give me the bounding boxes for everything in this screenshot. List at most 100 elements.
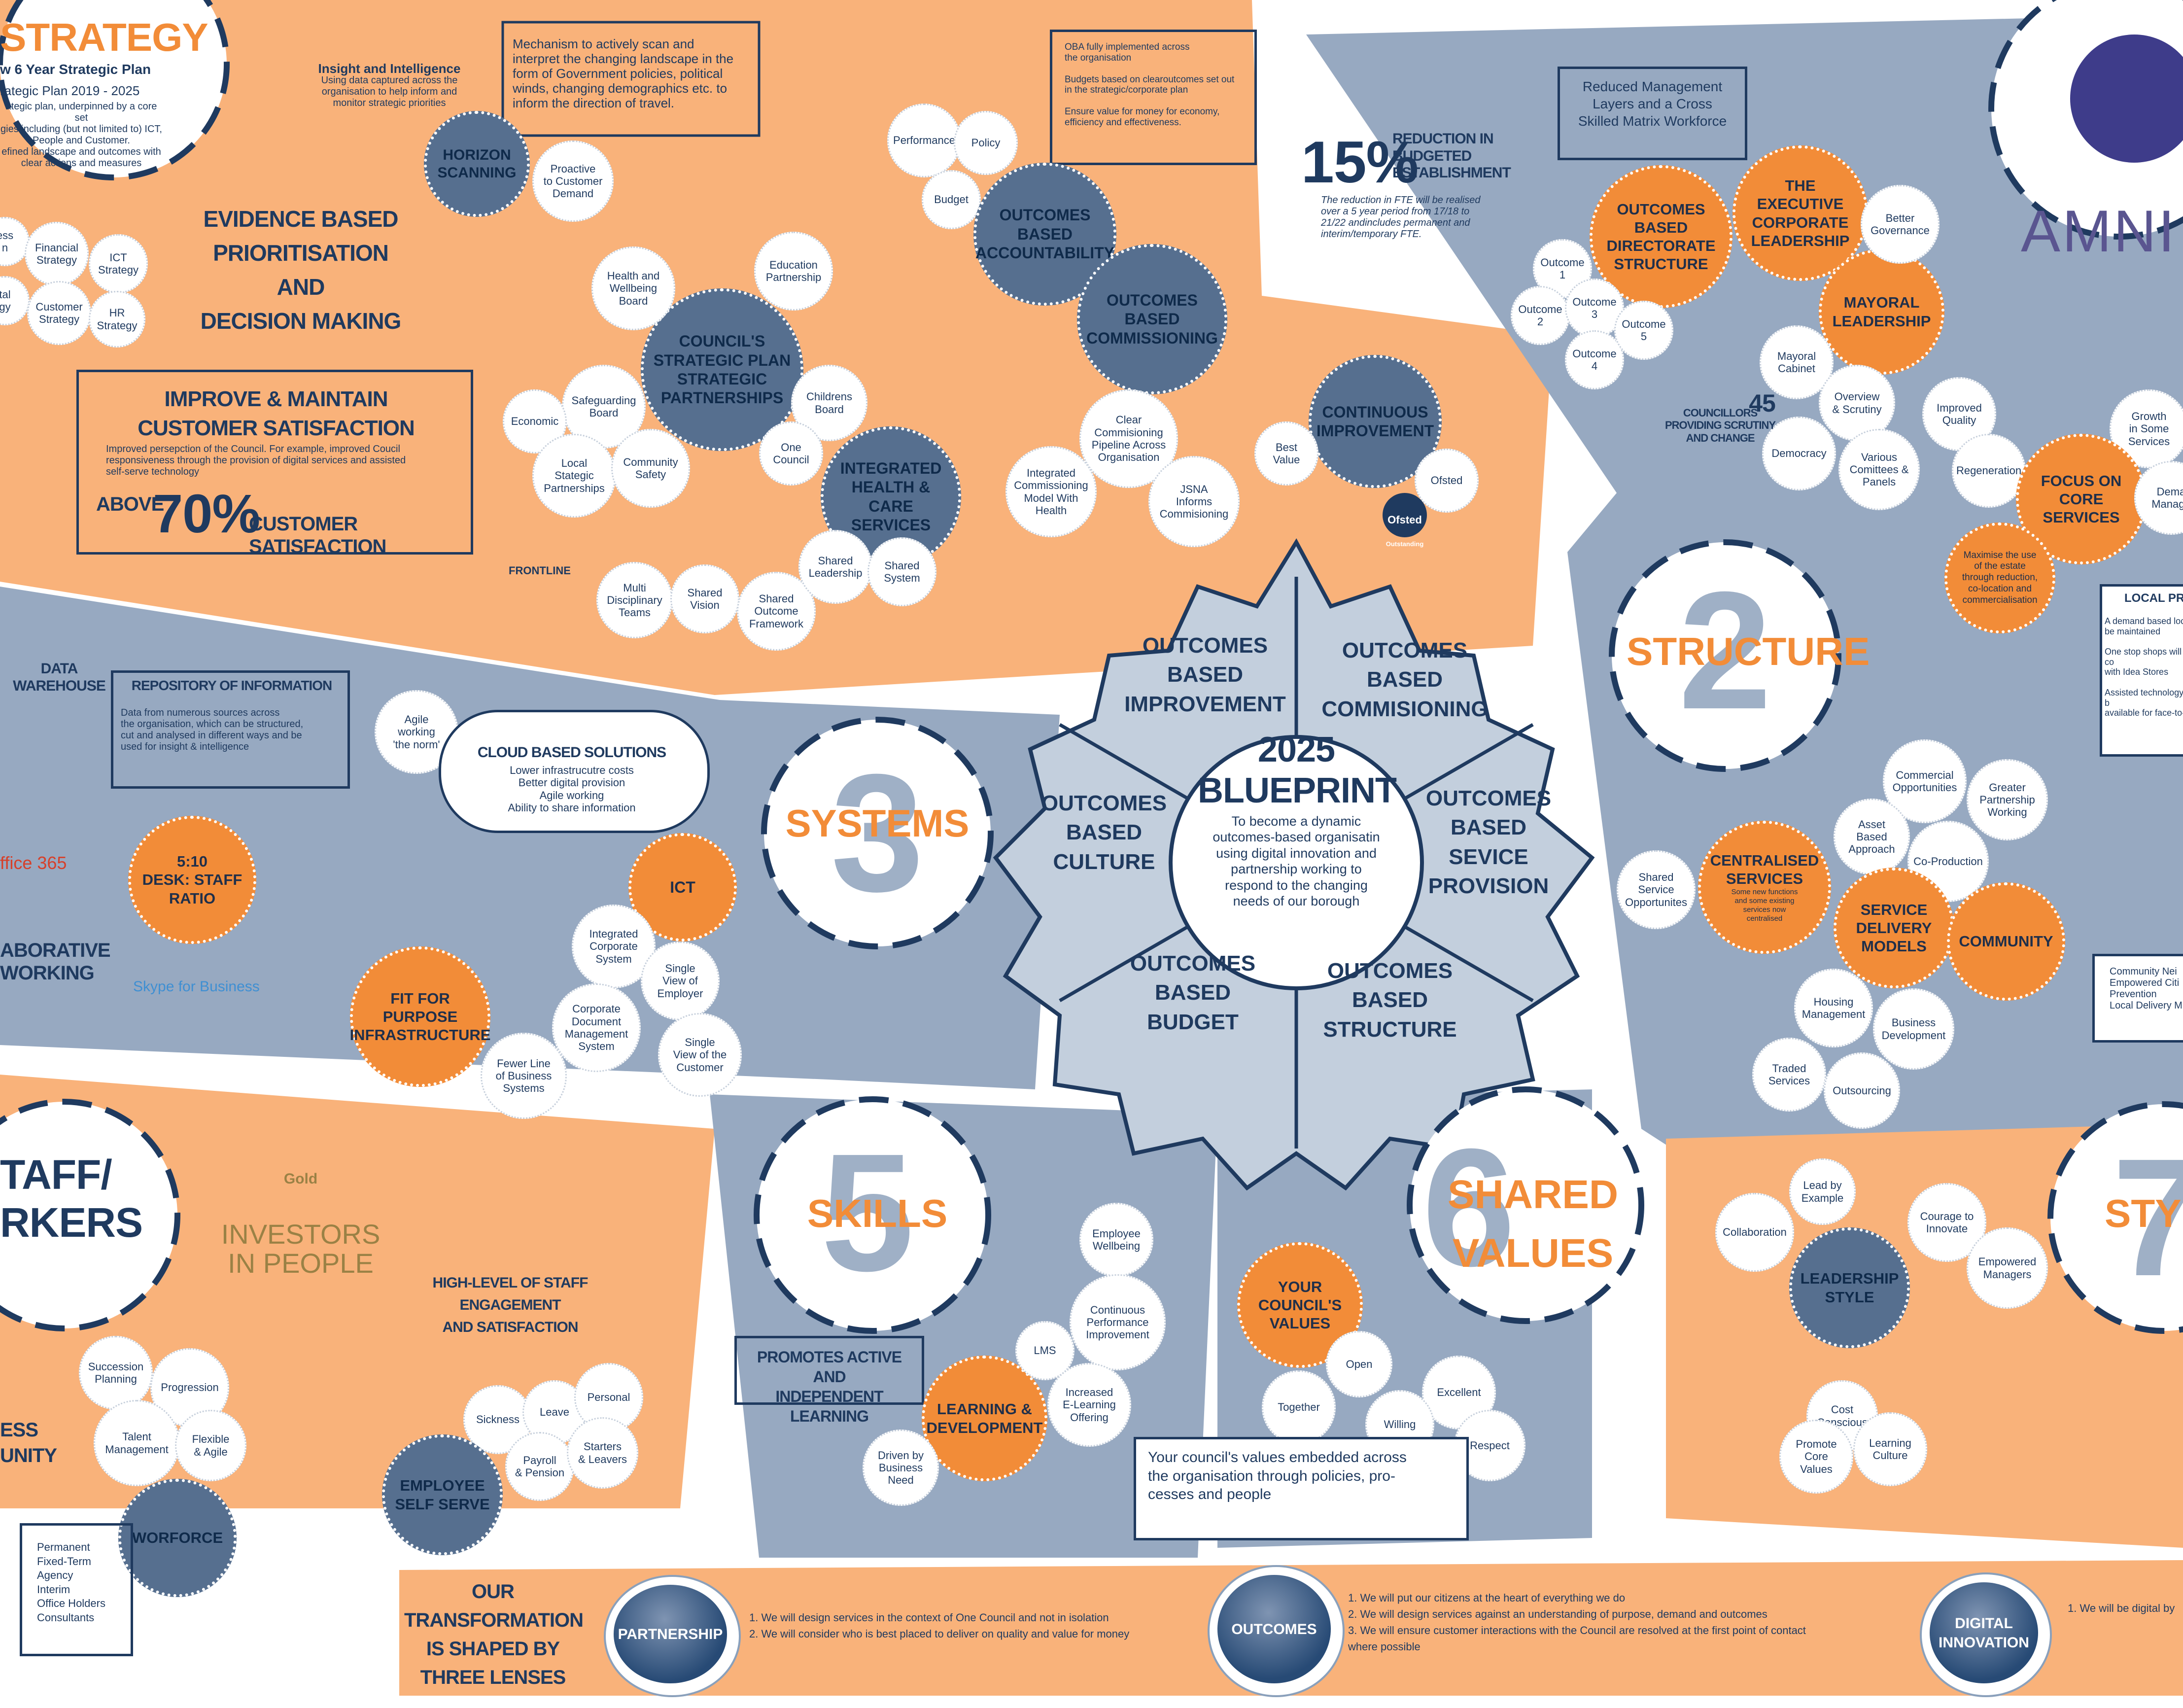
bubble-business-dev: Business Development bbox=[1873, 988, 1954, 1070]
bubble-lms: LMS bbox=[1015, 1321, 1074, 1380]
forty-five: 45 bbox=[1749, 389, 1776, 417]
worforce-circle: WORFORCE bbox=[118, 1479, 237, 1597]
footer-partnership-text: 1. We will design services in the contex… bbox=[749, 1611, 1130, 1640]
bubble-lead-example: Lead by Example bbox=[1789, 1158, 1856, 1225]
staff-title: TAFF/ RKERS bbox=[0, 1151, 143, 1246]
bubble-regeneration: Regeneration bbox=[1952, 434, 2026, 508]
customer-satisfaction-label: CUSTOMER SATISFACTION bbox=[249, 513, 386, 558]
leadership-style-circle: LEADERSHIP STYLE bbox=[1789, 1227, 1910, 1348]
learning-circle: LEARNING & DEVELOPMENT bbox=[922, 1356, 1047, 1481]
mechanism-text: Mechanism to actively scan and interpret… bbox=[513, 36, 734, 110]
systems-title: SYSTEMS bbox=[785, 802, 970, 845]
bubble-promote-core: Promote Core Values bbox=[1779, 1420, 1853, 1494]
bubble-learning-culture: Learning Culture bbox=[1853, 1412, 1927, 1486]
reduction-heading: REDUCTION IN BUDGETED ESTABLISHMENT bbox=[1392, 131, 1511, 181]
gold-label: Gold bbox=[283, 1171, 318, 1187]
bubble-payroll: Payroll & Pension bbox=[505, 1432, 574, 1501]
ess-circle: EMPLOYEE SELF SERVE bbox=[382, 1434, 503, 1555]
bubble-ict-strategy: ICT Strategy bbox=[89, 234, 148, 293]
mid-left-slate-panel bbox=[0, 587, 1060, 1089]
bubble-growth: Growth in Some Services bbox=[2110, 389, 2183, 468]
oba-box bbox=[1050, 30, 1257, 165]
seg-service: OUTCOMES BASED SEVICE PROVISION bbox=[1425, 786, 1552, 899]
bubble-policy: Policy bbox=[954, 111, 1018, 175]
bubble-hr-strategy: HR Strategy bbox=[89, 291, 145, 348]
data-warehouse-label: DATA WAREHOUSE bbox=[13, 661, 106, 694]
improve-title: IMPROVE & MAINTAIN CUSTOMER SATISFACTION bbox=[138, 387, 415, 441]
bubble-driven: Driven by Business Need bbox=[863, 1429, 939, 1506]
bubble-integrated-corp: Integrated Corporate System bbox=[572, 905, 656, 988]
bubble-flexible: Flexible & Agile bbox=[175, 1410, 246, 1481]
values-number: 6 bbox=[1422, 1114, 1516, 1301]
office365-label: ffice 365 bbox=[0, 853, 67, 873]
bubble-housing: Housing Management bbox=[1794, 969, 1873, 1047]
insight-title: Insight and Intelligence bbox=[318, 61, 461, 76]
bubble-ofsted: Ofsted bbox=[1415, 449, 1479, 513]
bubble-customer-strategy: Customer Strategy bbox=[27, 281, 91, 345]
bubble-overview: Overview & Scrutiny bbox=[1819, 365, 1895, 441]
bubble-corp-doc: Corporate Document Management System bbox=[552, 983, 641, 1072]
fit-for-purpose-circle: FIT FOR PURPOSE INFRASTRUCTURE bbox=[350, 946, 490, 1087]
centralised-note: Some new functions and some existing ser… bbox=[1731, 888, 1798, 923]
bubble-shared-leadership: Shared Leadership bbox=[798, 530, 872, 604]
footer-outcomes-text: 1. We will put our citizens at the heart… bbox=[1348, 1592, 1806, 1653]
improve-box bbox=[76, 370, 473, 555]
ofsted-badge-text: Ofsted Outstanding bbox=[1383, 503, 1427, 548]
worforce-list: Permanent Fixed-Term Agency Interim Offi… bbox=[37, 1541, 105, 1624]
bubble-proactive: Proactive to Customer Demand bbox=[532, 140, 614, 222]
bubble-collaboration: Collaboration bbox=[1715, 1193, 1794, 1272]
values-title: SHARED VALUES bbox=[1447, 1172, 1619, 1276]
sdm-circle: SERVICE DELIVERY MODELS bbox=[1834, 868, 1954, 988]
bubble-starters: Starters & Leavers bbox=[567, 1417, 638, 1489]
seg-culture: OUTCOMES BASED CULTURE bbox=[1041, 791, 1167, 874]
councillors-label: COUNCILLORS PROVIDING SCRUTINY AND CHANG… bbox=[1664, 407, 1776, 444]
bubble-budget: Budget bbox=[922, 170, 981, 229]
strategy-period: rategic Plan 2019 - 2025 bbox=[0, 83, 140, 98]
local-pres-text: A demand based local pr be maintained On… bbox=[2105, 616, 2183, 718]
structure-title: STRUCTURE bbox=[1627, 629, 1870, 673]
bubble-shared-outcome: Shared Outcome Framework bbox=[737, 572, 816, 651]
bubble-empowered: Empowered Managers bbox=[1967, 1227, 2048, 1309]
skills-number: 5 bbox=[821, 1119, 914, 1306]
bubble-one-council: One Council bbox=[759, 421, 823, 486]
executive-circle: THE EXECUTIVE CORPORATE LEADERSHIP bbox=[1733, 145, 1868, 281]
bubble-various: Various Comittees & Panels bbox=[1838, 429, 1920, 510]
worforce-list-box bbox=[20, 1523, 133, 1656]
bubble-outsourcing: Outsourcing bbox=[1824, 1052, 1900, 1129]
cloud-shape bbox=[439, 710, 710, 833]
cloud-text: Lower infrastrucutre costs Better digita… bbox=[508, 764, 636, 814]
bubble-single-customer: Single View of the Customer bbox=[658, 1013, 742, 1097]
reduced-mgmt-box: Reduced Management Layers and a Cross Sk… bbox=[1558, 67, 1747, 160]
bubble-integrated-commissioning: Integrated Commissioning Model With Heal… bbox=[1005, 446, 1097, 537]
style-number: 7 bbox=[2112, 1124, 2183, 1311]
mayoral-circle: MAYORAL LEADERSHIP bbox=[1819, 249, 1944, 375]
blueprint-desc: To become a dynamic outcomes-based organ… bbox=[1213, 814, 1380, 908]
horizon-scanning-circle: HORIZON SCANNING bbox=[424, 111, 530, 217]
bubble-fewer-lines: Fewer Line of Business Systems bbox=[481, 1033, 567, 1119]
centralised-title: CENTRALISED SERVICES bbox=[1710, 851, 1819, 887]
bubble-best-value: Best Value bbox=[1254, 421, 1318, 486]
bubble-improved-quality: Improved Quality bbox=[1922, 377, 1996, 451]
bubble-education: Education Partnership bbox=[754, 232, 833, 311]
community-box bbox=[2092, 954, 2183, 1043]
footer-shaped: OUR TRANSFORMATION IS SHAPED BY THREE LE… bbox=[404, 1581, 584, 1688]
commissioning-circle: OUTCOMES BASED COMMISSIONING bbox=[1077, 244, 1227, 394]
frontline-label: FRONTLINE bbox=[509, 564, 571, 577]
bubble-better-governance: Better Governance bbox=[1861, 185, 1940, 264]
bubble-agile: Agile working 'the norm' bbox=[375, 690, 458, 774]
bubble-multi-disciplinary: Multi Disciplinary Teams bbox=[596, 562, 673, 638]
oba-text: OBA fully implemented across the organis… bbox=[1065, 42, 1235, 128]
seg-improvement: OUTCOMES BASED IMPROVEMENT bbox=[1124, 633, 1286, 716]
values-box: Your council's values embedded across th… bbox=[1134, 1437, 1469, 1540]
lens-digital: DIGITAL INNOVATION bbox=[1930, 1582, 2038, 1683]
amni-logo-text: AMNI bbox=[2021, 198, 2177, 264]
bubble-democracy: Democracy bbox=[1762, 417, 1836, 490]
maximise-circle: Maximise the use of the estate through r… bbox=[1944, 523, 2055, 633]
fifteen-percent: 15% bbox=[1301, 129, 1419, 195]
seg-commissioning: OUTCOMES BASED COMMISIONING bbox=[1321, 638, 1488, 721]
iip-label: INVESTORS IN PEOPLE bbox=[221, 1219, 381, 1279]
local-pres-title: LOCAL PRES bbox=[2124, 592, 2183, 605]
bubble-succession: Succession Planning bbox=[79, 1336, 153, 1410]
bubble-open: Open bbox=[1326, 1331, 1392, 1397]
bubble-jsna: JSNA Informs Commisioning bbox=[1148, 456, 1240, 547]
